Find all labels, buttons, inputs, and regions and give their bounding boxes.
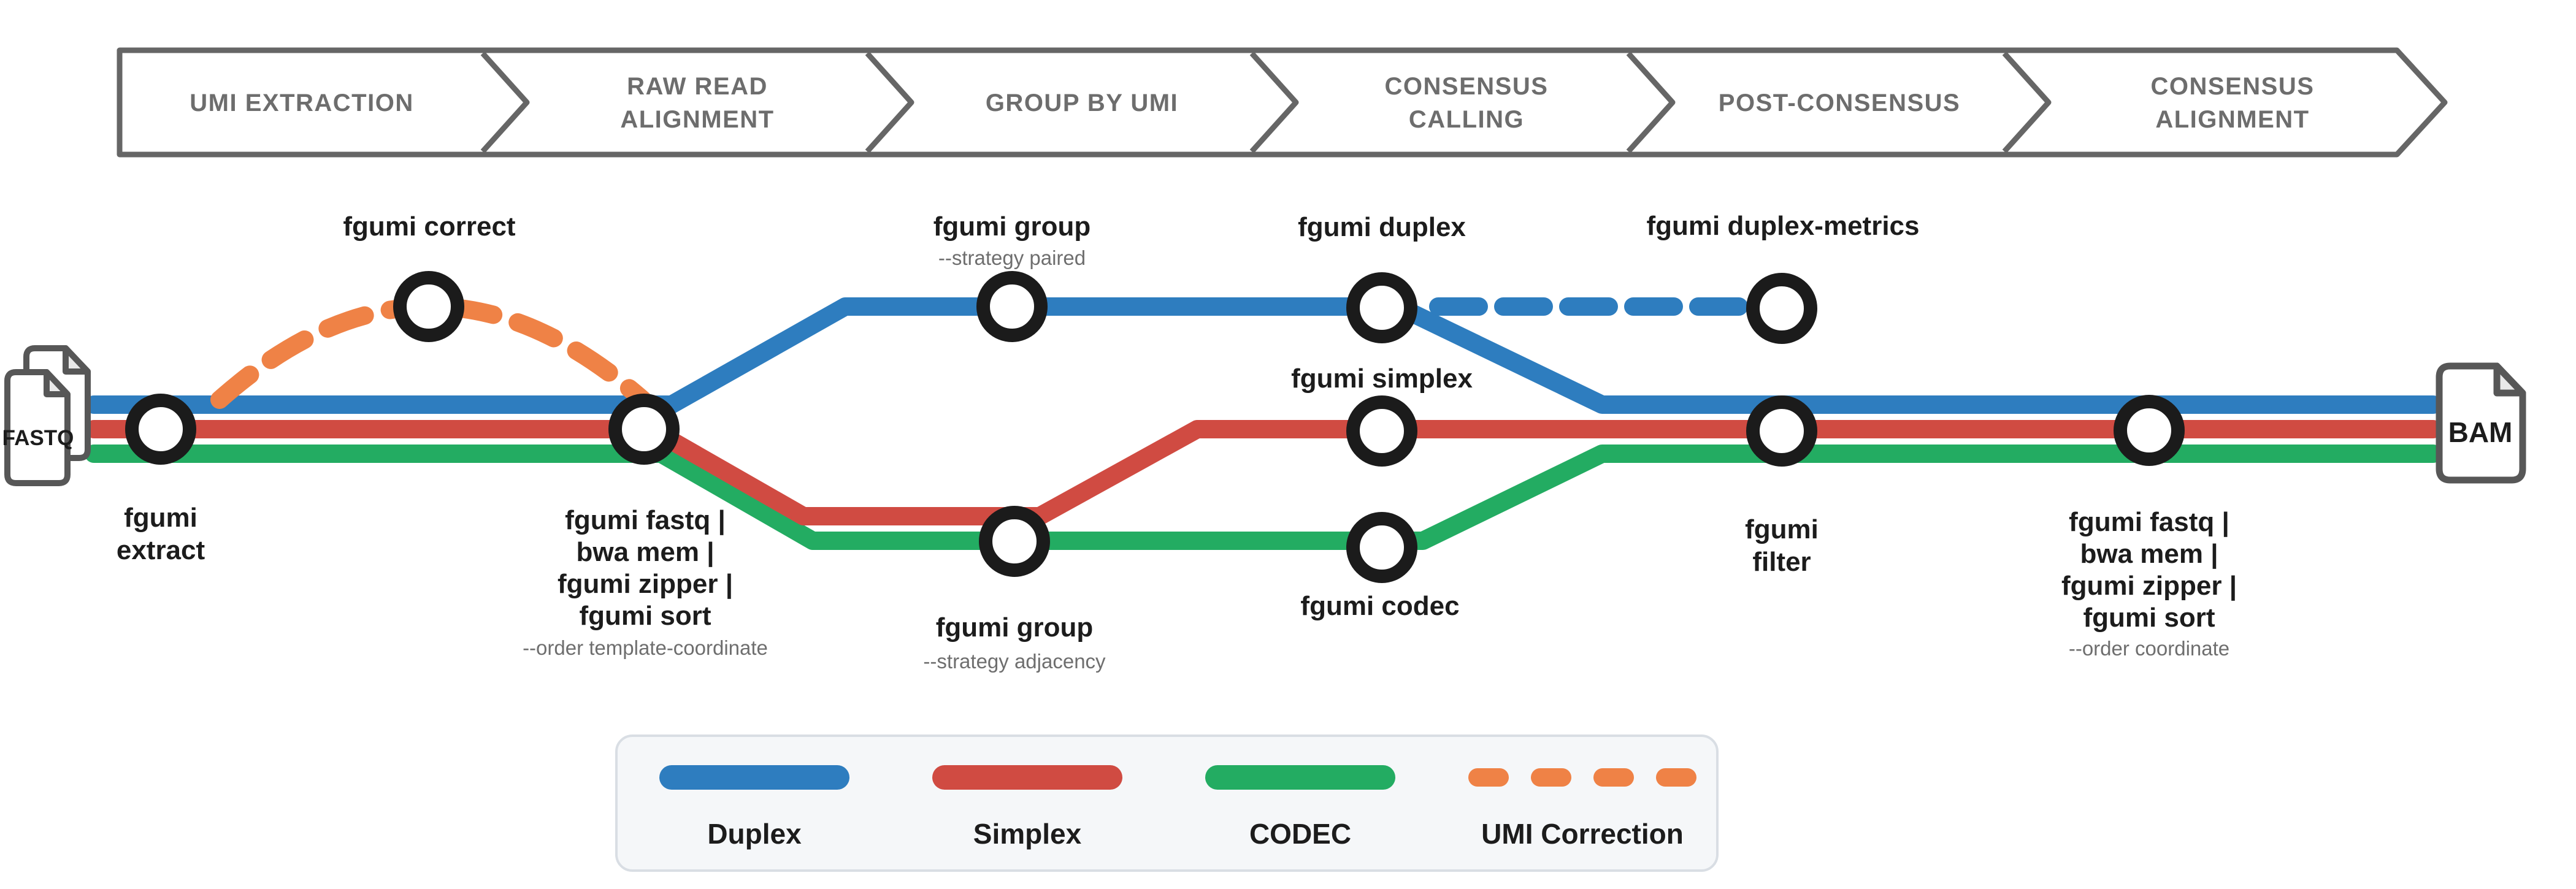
label-align2-3: fgumi zipper | — [2061, 571, 2237, 601]
fastq-front-page — [4, 369, 71, 486]
legend-box — [616, 736, 1717, 871]
legend-label-simplex: Simplex — [973, 818, 1082, 850]
stage-label-cons-align-2: ALIGNMENT — [2155, 106, 2309, 133]
stage-label-group-by-umi: GROUP BY UMI — [986, 90, 1178, 116]
legend-swatch-codec — [1205, 765, 1395, 790]
bam-fold — [2493, 362, 2526, 397]
stage-separator — [480, 51, 530, 154]
label-align1-3: fgumi zipper | — [558, 569, 733, 600]
bam-label: BAM — [2448, 416, 2513, 448]
label-align2-1: fgumi fastq | — [2069, 507, 2229, 538]
sublabel-align1: --order template-coordinate — [523, 636, 768, 659]
legend-swatch-duplex — [659, 765, 849, 790]
label-align2-2: bwa mem | — [2080, 539, 2218, 570]
legend-label-duplex: Duplex — [707, 818, 802, 850]
sublabel-group-adjacency: --strategy adjacency — [923, 650, 1106, 673]
stage-separator — [1249, 51, 1299, 154]
fastq-label: FASTQ — [2, 426, 74, 450]
sublabel-align2: --order coordinate — [2069, 637, 2229, 660]
simplex-line — [85, 420, 2442, 525]
fastq-back-fold — [63, 345, 91, 375]
station-duplex-metrics — [1746, 273, 1817, 344]
duplex-line — [85, 297, 2442, 414]
station-simplex — [1346, 395, 1417, 467]
stage-label-post-consensus: POST-CONSENSUS — [1719, 90, 1960, 116]
label-codec: fgumi codec — [1300, 591, 1459, 621]
label-simplex: fgumi simplex — [1291, 364, 1473, 394]
station-correct — [393, 271, 464, 342]
stage-header-outline — [117, 47, 2448, 158]
stage-separator — [1626, 51, 1676, 154]
label-correct: fgumi correct — [343, 212, 516, 242]
fastq-front-fold — [44, 369, 71, 397]
label-align1-1: fgumi fastq | — [565, 505, 726, 536]
stage-label-cons-align: CONSENSUS — [2151, 73, 2315, 100]
stage-label-raw-read: RAW READ — [627, 73, 768, 100]
stage-header: UMI EXTRACTION RAW READ ALIGNMENT GROUP … — [117, 47, 2448, 158]
stations — [125, 271, 2185, 583]
station-extract — [125, 394, 196, 465]
label-filter-2: filter — [1752, 547, 1811, 577]
legend-swatch-umi-correction — [1468, 768, 1696, 787]
metro-lines — [85, 297, 2442, 550]
legend-label-umi-correction: UMI Correction — [1481, 818, 1684, 850]
legend-umi-dash — [1531, 768, 1571, 787]
sublabel-group-paired: --strategy paired — [938, 246, 1086, 269]
label-group-paired: fgumi group — [933, 212, 1091, 242]
label-extract-2: extract — [117, 535, 205, 565]
station-codec — [1346, 512, 1417, 583]
stage-separators — [480, 51, 2052, 154]
station-align1 — [608, 394, 680, 465]
label-align1-4: fgumi sort — [579, 601, 711, 631]
legend-umi-dash — [1593, 768, 1634, 787]
legend-box-border — [615, 734, 1719, 872]
label-duplex-metrics: fgumi duplex-metrics — [1647, 211, 1920, 241]
stage-labels: UMI EXTRACTION RAW READ ALIGNMENT GROUP … — [190, 73, 2315, 133]
station-group-adjacency — [979, 506, 1050, 577]
legend-swatch-simplex — [932, 765, 1122, 790]
label-align2-4: fgumi sort — [2083, 603, 2215, 633]
legend-umi-dash — [1468, 768, 1509, 787]
legend-label-codec: CODEC — [1249, 818, 1351, 850]
stage-separator — [865, 51, 914, 154]
stage-label-raw-read-2: ALIGNMENT — [620, 106, 774, 133]
legend-umi-dash — [1656, 768, 1696, 787]
station-sublabels: --order template-coordinate --strategy p… — [523, 246, 2229, 673]
bam-file-icon: BAM — [2436, 362, 2526, 484]
stage-label-calling: CALLING — [1409, 106, 1524, 133]
label-filter-1: fgumi — [1745, 514, 1819, 544]
station-group-paired — [976, 271, 1048, 342]
label-align1-2: bwa mem | — [576, 537, 714, 568]
station-labels: fgumi extract fgumi correct fgumi fastq … — [117, 211, 2237, 643]
stage-label-consensus: CONSENSUS — [1385, 73, 1549, 100]
station-align2 — [2114, 395, 2185, 466]
fastq-file-icon: FASTQ — [2, 345, 91, 486]
stage-label-umi-extraction: UMI EXTRACTION — [190, 90, 413, 116]
label-extract-1: fgumi — [124, 503, 197, 533]
label-group-adjacency: fgumi group — [936, 612, 1094, 643]
station-filter — [1746, 395, 1817, 467]
legend: Duplex Simplex CODEC UMI Correction — [615, 734, 1719, 872]
station-duplex — [1346, 272, 1417, 343]
label-duplex: fgumi duplex — [1298, 212, 1466, 242]
legend-labels: Duplex Simplex CODEC UMI Correction — [707, 818, 1684, 850]
stage-separator — [2002, 51, 2052, 154]
codec-line — [85, 444, 2442, 550]
